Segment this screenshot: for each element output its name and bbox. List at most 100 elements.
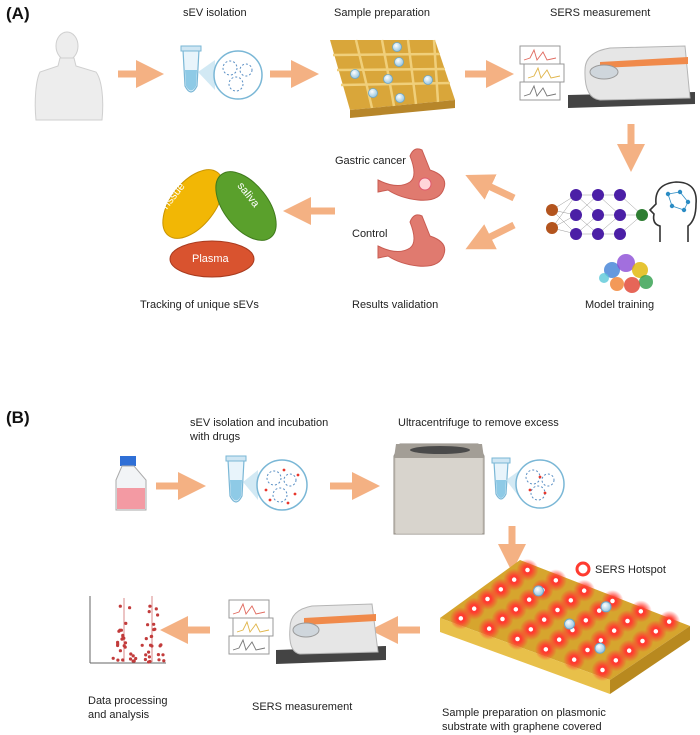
scatter-dot [147,655,151,659]
label-model-training: Model training [585,299,655,311]
hotspot [582,616,590,625]
scatter-dot [147,660,151,664]
saliva-ellipse [215,171,277,241]
hotspot [567,596,575,605]
scatter-dot [123,645,127,649]
scatter-dot [116,642,120,646]
scatter-dot [154,607,158,611]
scatter-dot [118,604,122,608]
hotspot [512,605,520,614]
scatter-dot [131,654,135,658]
scatter-dot [147,650,151,654]
label-results-validation: Results validation [352,299,439,311]
label-isolation-line1: sEV isolation and incubation [190,417,329,429]
hotspot [570,655,578,664]
hotspot [457,614,465,623]
label-isolation-line2: with drugs [190,431,241,443]
sev-particle [533,585,544,597]
plasmonic-substrate-icon [440,559,690,694]
hotspot [483,595,492,603]
arrow-a5 [465,174,516,202]
scatter-dot [121,658,125,662]
hotspot [523,566,532,574]
sers-instrument-b-icon [276,603,386,664]
brain-head-icon [648,181,697,242]
culture-flask-icon [115,456,147,511]
hotspot [652,627,660,636]
hotspot [542,645,550,654]
sev-washed-magnifier-icon [506,459,565,509]
scatter-dot [128,657,133,661]
hotspot [510,575,518,584]
hotspot [665,617,673,626]
hotspot [597,636,605,645]
label-gastric-cancer: Gastric cancer [335,155,406,167]
hotspot [553,606,562,614]
scatter-dot [156,613,160,617]
scatter-dot [150,634,154,639]
scatter-dot [124,621,128,626]
scatter-dot [147,610,151,614]
label-sers-hotspot: SERS Hotspot [595,564,666,576]
stomach-cancer-icon [377,148,446,201]
hotspot [637,607,645,616]
substrate-grid-icon [330,39,455,118]
spectra-cards-icon [519,45,565,101]
label-sers-measurement-a: SERS measurement [550,7,651,19]
hotspot-legend-icon [575,561,591,577]
hotspot [598,666,607,674]
label-plasma: Plasma [192,253,229,265]
protein-structure-icon [599,254,653,293]
neural-network-icon [546,189,648,240]
ultracentrifuge-icon [393,443,485,535]
stomach-control-icon [377,214,446,267]
sev-particle [564,618,575,630]
scatter-dot [148,643,153,647]
scatter-dot [157,658,161,662]
scatter-dot [121,633,125,637]
scatter-dot [162,659,166,663]
hotspot [497,585,505,594]
tube-drug-icon [225,455,247,503]
sers-instrument-icon [568,45,695,108]
scatter-dot [118,649,122,653]
hotspot [625,646,633,655]
scatter-dot [119,628,123,632]
scatter-dot [111,656,115,660]
scatter-dot [153,627,157,631]
scatter-dot [148,604,152,608]
scatter-dot [128,606,132,610]
scatter-dot [159,643,163,647]
hotspot [470,604,478,613]
hotspot [610,626,618,635]
label-sample-prep-line2: substrate with graphene covered [442,721,602,733]
label-ultracentrifuge: Ultracentrifuge to remove excess [398,417,559,429]
label-sev-isolation: sEV isolation [183,7,247,19]
scatter-dot [140,643,144,647]
scatter-dot [144,637,148,641]
spectra-cards-b-icon [228,599,274,655]
scatter-dot [116,658,120,662]
tube-icon [180,45,202,93]
hotspot [555,635,563,644]
sev-magnifier-icon [198,50,263,100]
scatter-dot [152,622,156,626]
scatter-dot [120,637,124,641]
hotspot [485,624,493,633]
label-sers-measurement-b: SERS measurement [252,701,353,713]
scatter-plot-icon [89,596,166,664]
label-sample-prep-line1: Sample preparation on plasmonic [442,707,606,719]
hotspot [527,625,535,634]
label-sample-preparation: Sample preparation [334,7,431,19]
hotspot [608,597,617,605]
hotspot [513,635,522,643]
scatter-dot [146,623,150,627]
hotspot [525,595,533,604]
scatter-dot [134,656,138,661]
scatter-dot [143,657,147,662]
hotspot [580,586,588,595]
scatter-dot [161,653,165,657]
label-control: Control [352,228,388,240]
scatter-dot [123,641,128,645]
